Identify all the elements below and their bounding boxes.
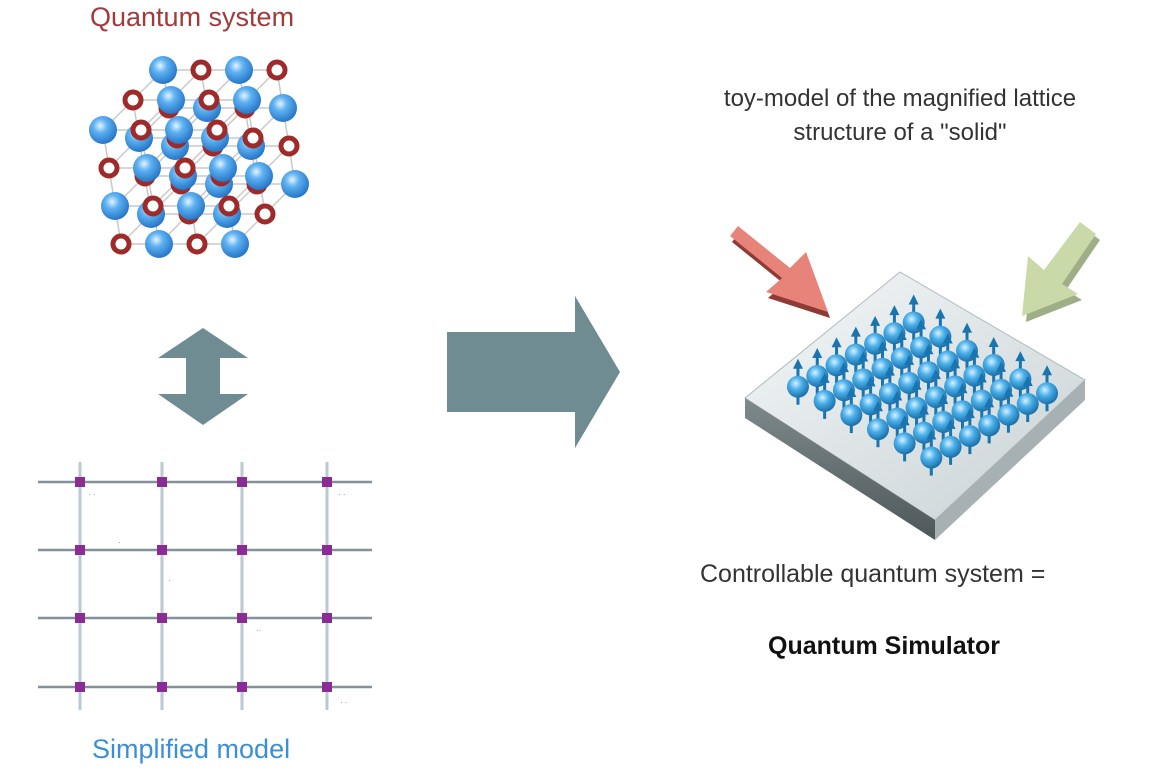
lattice-site <box>75 477 85 487</box>
svg-text:· ·: · · <box>338 490 346 499</box>
spin-atom <box>840 387 863 434</box>
lattice-site <box>237 682 247 692</box>
red-atom <box>242 127 264 149</box>
red-atom <box>278 135 300 157</box>
blue-atom <box>281 170 309 198</box>
blue-atom <box>269 94 297 122</box>
blue-atom <box>209 154 237 182</box>
blue-atom <box>101 192 129 220</box>
spin-atom <box>866 401 889 448</box>
lattice-site <box>322 613 332 623</box>
blue-atom <box>149 56 177 84</box>
lattice-site <box>157 613 167 623</box>
spin-atom <box>978 397 1001 444</box>
quantum-simulator-caption: Quantum Simulator <box>768 632 1000 660</box>
blue-atom <box>177 192 205 220</box>
red-atom <box>98 157 120 179</box>
blue-atom <box>145 230 173 258</box>
toy-model-caption-line2: structure of a "solid" <box>793 119 1007 146</box>
blue-atom <box>221 230 249 258</box>
red-atom <box>218 195 240 217</box>
spin-array <box>786 294 1059 476</box>
green-arrow-icon <box>1022 222 1100 322</box>
lattice-site <box>75 545 85 555</box>
lattice-site <box>237 545 247 555</box>
lattice-site <box>322 545 332 555</box>
red-atom <box>198 89 220 111</box>
blue-atom <box>165 116 193 144</box>
controllable-caption: Controllable quantum system = <box>700 560 1046 588</box>
lattice-site <box>157 477 167 487</box>
spin-atom <box>939 418 962 465</box>
simplified-lattice-model: · · · · · · ·· · · <box>38 462 372 710</box>
svg-text:·: · <box>168 576 171 585</box>
lattice-site <box>157 545 167 555</box>
blue-atom <box>233 86 261 114</box>
simplified-model-title: Simplified model <box>92 734 291 764</box>
toy-model-caption: toy-model of the magnified lattice struc… <box>640 82 1160 150</box>
red-atom <box>190 59 212 81</box>
right-arrow-icon <box>447 296 620 448</box>
lattice-site <box>237 477 247 487</box>
lattice-site <box>237 613 247 623</box>
double-vertical-arrow-icon <box>158 328 248 425</box>
spin-atom <box>813 372 836 419</box>
crystal-lattice <box>89 56 309 258</box>
svg-text:·: · <box>118 538 121 547</box>
red-atom <box>122 89 144 111</box>
red-atom <box>206 119 228 141</box>
red-atom <box>254 203 276 225</box>
spin-atom <box>997 386 1020 433</box>
simulator-plate <box>744 271 1086 540</box>
lattice-site <box>75 682 85 692</box>
red-atom <box>174 157 196 179</box>
red-atom <box>266 59 288 81</box>
lattice-site <box>75 613 85 623</box>
spin-atom <box>1036 365 1059 412</box>
lattice-site <box>157 682 167 692</box>
svg-text:· ·: · · <box>88 490 96 499</box>
blue-atom <box>245 162 273 190</box>
quantum-system-title: Quantum system <box>90 2 295 32</box>
red-atom <box>110 233 132 255</box>
spin-atom <box>1016 375 1039 422</box>
spin-atom <box>920 429 943 476</box>
lattice-site <box>322 477 332 487</box>
svg-text:··: ·· <box>256 626 261 635</box>
spin-atom <box>893 415 916 462</box>
lattice-site <box>322 682 332 692</box>
red-atom <box>130 119 152 141</box>
spin-atom <box>786 358 809 405</box>
toy-model-caption-line1: toy-model of the magnified lattice <box>723 85 1077 112</box>
svg-text:· ·: · · <box>340 698 348 707</box>
spin-atom <box>958 408 981 455</box>
blue-atom <box>89 116 117 144</box>
red-atom <box>186 233 208 255</box>
blue-atom <box>157 86 185 114</box>
blue-atom <box>225 56 253 84</box>
pink-arrow-icon <box>730 226 830 318</box>
red-atom <box>142 195 164 217</box>
blue-atom <box>133 154 161 182</box>
